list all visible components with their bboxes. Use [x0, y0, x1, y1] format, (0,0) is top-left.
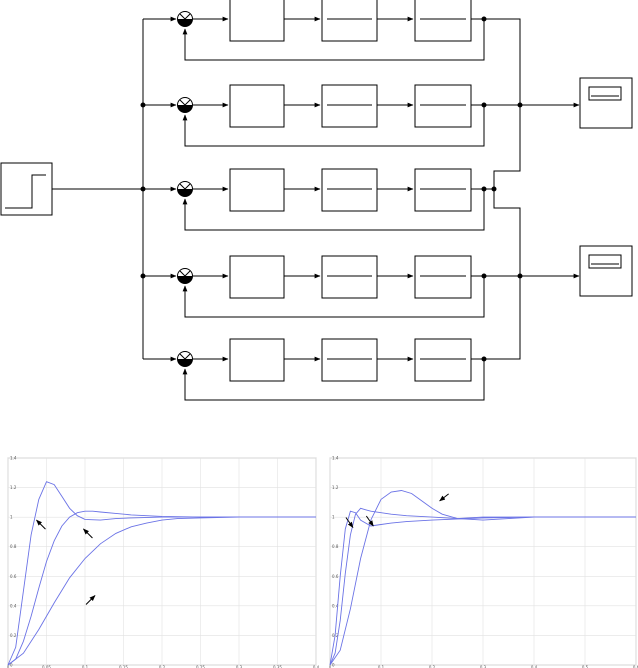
junction-negative-sector	[177, 105, 193, 113]
transfer-function-block-2	[414, 255, 472, 299]
junction-dot	[517, 273, 523, 279]
feedback-path	[182, 359, 485, 401]
transfer-function-block-2	[414, 338, 472, 382]
annotation-arrow	[365, 515, 374, 527]
x-tick-label: 0.15	[119, 665, 128, 668]
y-tick-label: 1	[332, 515, 335, 520]
y-tick-label: 0	[10, 663, 13, 668]
wire-loop5	[484, 276, 521, 360]
y-tick-label: 1.4	[10, 456, 17, 461]
y-tick-label: 0.4	[10, 603, 17, 608]
scope-block-2	[579, 245, 633, 297]
controller-block	[229, 0, 285, 42]
y-tick-label: 1	[10, 515, 13, 520]
x-tick-label: 0.3	[480, 665, 487, 668]
branch-dot	[140, 102, 146, 108]
y-tick-label: 0	[332, 663, 335, 668]
branch-dot	[140, 186, 146, 192]
y-tick-label: 0.4	[332, 603, 339, 608]
x-tick-label: 0.35	[273, 665, 282, 668]
control-loop-2	[140, 84, 487, 147]
y-tick-label: 0.8	[332, 544, 339, 549]
scope-screen	[588, 254, 622, 269]
feedback-path	[182, 189, 485, 231]
feedback-path	[182, 276, 485, 318]
annotation-arrow	[345, 517, 354, 528]
block-diagram	[0, 0, 633, 401]
transfer-function-block-2	[414, 84, 472, 128]
x-tick-label: 0.05	[42, 665, 51, 668]
branch-dot	[140, 273, 146, 279]
y-tick-label: 1.2	[10, 485, 17, 490]
y-tick-label: 1.2	[332, 485, 339, 490]
response-curve-1	[7, 481, 316, 666]
wire-loop3	[484, 105, 521, 190]
transfer-function-block-1	[321, 338, 378, 382]
x-tick-label: 0.25	[196, 665, 205, 668]
junction-negative-sector	[177, 276, 193, 284]
controller-block	[229, 338, 285, 382]
x-tick-label: 0.2	[429, 665, 436, 668]
x-tick-label: 0	[329, 665, 332, 668]
y-tick-label: 1.4	[332, 456, 339, 461]
wire-loop3-b	[493, 189, 521, 276]
response-curve-2	[7, 510, 316, 666]
feedback-path	[182, 19, 485, 61]
junction-negative-sector	[177, 189, 193, 197]
y-tick-label: 0.2	[10, 633, 17, 638]
x-tick-label: 0.4	[313, 665, 320, 668]
x-tick-label: 0.3	[236, 665, 243, 668]
transfer-function-block-1	[321, 255, 378, 299]
transfer-function-block-1	[321, 84, 378, 128]
controller-block	[229, 168, 285, 212]
x-tick-label: 0.4	[531, 665, 538, 668]
output-routing	[484, 18, 580, 360]
response-curve-3	[7, 516, 316, 666]
control-loop-5	[143, 338, 487, 401]
annotation-arrow	[36, 519, 46, 530]
junction-negative-sector	[177, 359, 193, 367]
control-loop-1	[143, 0, 487, 61]
response-curve-3	[329, 490, 636, 666]
transfer-function-block-2	[414, 0, 472, 42]
scope-screen	[588, 86, 622, 101]
controller-block	[229, 255, 285, 299]
y-tick-label: 0.8	[10, 544, 17, 549]
controller-block	[229, 84, 285, 128]
x-tick-label: 0.1	[82, 665, 89, 668]
step-source-block	[0, 19, 144, 359]
annotation-arrow	[83, 528, 93, 539]
scope-body	[579, 245, 633, 297]
response-curve-2	[329, 507, 636, 666]
scope-block-1	[579, 77, 633, 129]
transfer-function-block-1	[321, 168, 378, 212]
x-tick-label: 0.2	[159, 665, 166, 668]
scope-body	[579, 77, 633, 129]
y-tick-label: 0.6	[10, 574, 17, 579]
transfer-function-block-2	[414, 168, 472, 212]
junction-dot	[517, 102, 523, 108]
control-loop-4	[140, 255, 487, 318]
wire-loop1	[484, 18, 521, 105]
junction-negative-sector	[177, 19, 193, 27]
annotation-arrow	[85, 595, 96, 605]
x-tick-label: 0.1	[378, 665, 385, 668]
feedback-path	[182, 105, 485, 147]
x-tick-label: 0.6	[633, 665, 638, 668]
x-tick-label: 0.5	[582, 665, 589, 668]
y-tick-label: 0.6	[332, 574, 339, 579]
transfer-function-block-1	[321, 0, 378, 42]
x-tick-label: 0	[7, 665, 10, 668]
control-loop-3	[140, 168, 487, 231]
annotation-arrow	[439, 493, 449, 502]
